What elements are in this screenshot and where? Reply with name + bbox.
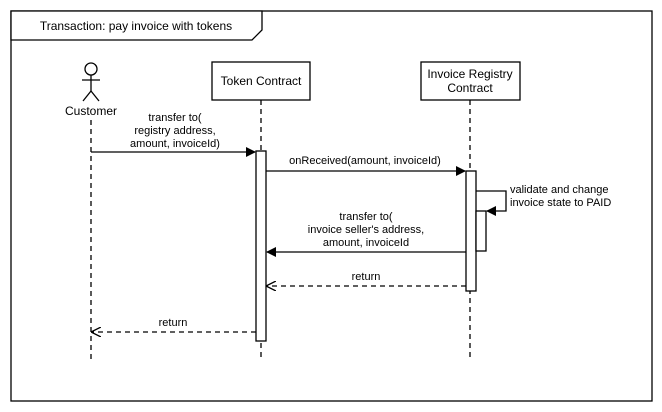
token-contract-activation: [255, 150, 267, 342]
invoice-registry-activation: [465, 170, 477, 292]
invoice-registry-self-activation: [475, 210, 487, 252]
validate-self-arrow: [476, 190, 507, 216]
token-contract-label: Token Contract: [221, 74, 302, 88]
validate-label-line1: validate and change: [510, 184, 608, 196]
transfer-to-registry-label-line3: amount, invoiceId): [130, 138, 220, 150]
transfer-to-seller-label-line3: amount, invoiceId: [323, 237, 409, 249]
transfer-to-registry-label-line1: transfer to(: [148, 112, 202, 124]
invoice-registry-label-line1: Invoice Registry: [427, 67, 512, 81]
frame-title: Transaction: pay invoice with tokens: [40, 19, 232, 33]
transfer-to-registry-label-line2: registry address,: [134, 125, 215, 137]
customer-actor-icon: [82, 62, 100, 102]
on-received-label: onReceived(amount, invoiceId): [289, 155, 441, 167]
invoice-registry-box: [420, 61, 521, 101]
transfer-to-seller-label-line2: invoice seller's address,: [308, 224, 424, 236]
transfer-to-seller-label-line1: transfer to(: [339, 211, 393, 223]
return-to-customer-label: return: [159, 317, 188, 329]
frame-border: [10, 10, 653, 402]
invoice-registry-label-line2: Contract: [447, 81, 493, 95]
return-to-token-label: return: [352, 271, 381, 283]
frame-title-tab: [10, 10, 263, 41]
validate-label-line2: invoice state to PAID: [510, 197, 611, 209]
customer-label: Customer: [65, 104, 117, 118]
